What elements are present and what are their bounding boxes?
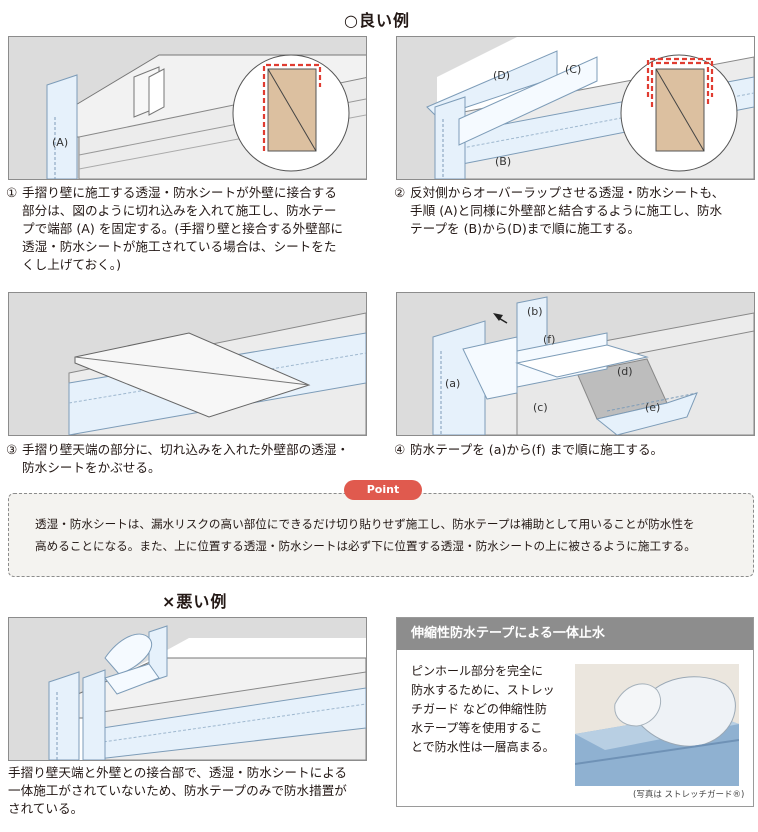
caption-line: プで端部 (A) を固定する。(手摺り壁と接合する外壁部に — [22, 221, 344, 236]
stretch-tape-info-box: 伸縮性防水テープによる一体止水 ピンホール部分を完全に 防水するために、ストレッ… — [396, 617, 754, 807]
label-b: (b) — [527, 305, 543, 318]
caption-line: くし上げておく。) — [22, 257, 121, 272]
info-line: ピンホール部分を完全に — [411, 664, 544, 678]
diagram-step-4: (b) (f) (a) (c) (d) (e) — [396, 292, 755, 436]
caption-step-4: ④ 防水テープを (a)から(f) まで順に施工する。 — [394, 441, 756, 459]
step-1-number: ① — [6, 185, 18, 200]
caption-line: テープを (B)から(D)まで順に施工する。 — [410, 221, 641, 236]
caption-step-1: ① 手摺り壁に施工する透湿・防水シートが外壁に接合する 部分は、図のように切れ込み… — [6, 184, 378, 274]
caption-line: 手順 (A)と同様に外壁部と結合するように施工し、防水 — [410, 203, 723, 218]
label-a: (a) — [445, 377, 460, 390]
caption-line: 手摺り壁天端の部分に、切れ込みを入れた外壁部の透湿・ — [22, 442, 350, 457]
info-box-title: 伸縮性防水テープによる一体止水 — [397, 618, 753, 650]
caption-line: 一体施工がされていないため、防水テープのみで防水措置が — [8, 783, 347, 798]
step-3-number: ③ — [6, 442, 18, 457]
point-box: 透湿・防水シートは、漏水リスクの高い部位にできるだけ切り貼りせず施工し、防水テー… — [8, 493, 754, 577]
info-line: 水テープ等を使用するこ — [411, 721, 543, 735]
point-line-2: 高めることになる。また、上に位置する透湿・防水シートは必ず下に位置する透湿・防水… — [35, 539, 696, 553]
bad-example-heading: ×悪い例 — [162, 592, 228, 611]
label-c: (c) — [533, 401, 548, 414]
point-badge: Point — [344, 480, 422, 500]
label-b: (B) — [495, 155, 511, 168]
diagram-step-2: (D) (C) (B) — [396, 36, 755, 180]
label-a: (A) — [52, 136, 68, 149]
diagram-step-3 — [8, 292, 367, 436]
caption-line: 防水シートをかぶせる。 — [22, 460, 161, 475]
info-line: とで防水性は一層高まる。 — [411, 740, 555, 754]
label-d: (D) — [493, 69, 510, 82]
label-d: (d) — [617, 365, 633, 378]
step-2-number: ② — [394, 185, 406, 200]
label-f: (f) — [543, 333, 555, 346]
stretch-tape-photo — [575, 664, 739, 786]
caption-line: 透湿・防水シートが施工されている場合は、シートをた — [22, 239, 337, 254]
caption-line: 手摺り壁に施工する透湿・防水シートが外壁に接合する — [22, 185, 337, 200]
caption-step-3: ③ 手摺り壁天端の部分に、切れ込みを入れた外壁部の透湿・ 防水シートをかぶせる。 — [6, 441, 386, 477]
diagram-step-1: (A) — [8, 36, 367, 180]
caption-line: 反対側からオーバーラップさせる透湿・防水シートも、 — [410, 185, 725, 200]
info-box-text: ピンホール部分を完全に 防水するために、ストレッ チガード などの伸縮性防 水テ… — [411, 662, 569, 757]
step-4-number: ④ — [394, 442, 406, 457]
caption-step-2: ② 反対側からオーバーラップさせる透湿・防水シートも、 手順 (A)と同様に外壁部… — [394, 184, 756, 238]
diagram-bad-example — [8, 617, 367, 761]
caption-line: されている。 — [8, 801, 84, 816]
photo-caption: (写真は ストレッチガード®) — [633, 790, 745, 800]
label-e: (e) — [645, 401, 660, 414]
caption-line: 部分は、図のように切れ込みを入れて施工し、防水テー — [22, 203, 337, 218]
caption-line: 手摺り壁天端と外壁との接合部で、透湿・防水シートによる — [8, 765, 348, 780]
good-example-heading: ○良い例 — [344, 11, 410, 30]
info-line: チガード などの伸縮性防 — [411, 702, 547, 716]
info-line: 防水するために、ストレッ — [411, 683, 555, 697]
caption-line: 防水テープを (a)から(f) まで順に施工する。 — [410, 442, 664, 457]
point-line-1: 透湿・防水シートは、漏水リスクの高い部位にできるだけ切り貼りせず施工し、防水テー… — [35, 517, 695, 531]
label-c: (C) — [565, 63, 581, 76]
caption-bad-example: 手摺り壁天端と外壁との接合部で、透湿・防水シートによる 一体施工がされていないた… — [8, 764, 388, 818]
